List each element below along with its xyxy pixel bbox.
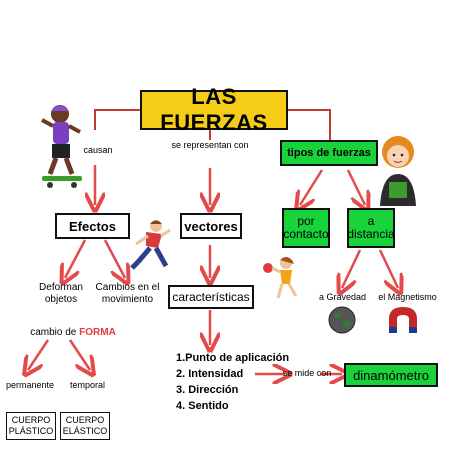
list-item: 4. Sentido [176, 400, 229, 412]
causan-label: causan [83, 145, 113, 155]
efectos-box: Efectos [55, 213, 130, 239]
list-item: 1.Punto de aplicación [176, 352, 290, 364]
running-boy-icon [130, 220, 171, 270]
cambios-movimiento-label: Cambios en el movimiento [95, 282, 160, 305]
list-item: 3. Dirección [176, 384, 239, 396]
forma-text: FORMA [79, 327, 116, 338]
magnetismo-label: el Magnetismo [378, 292, 437, 302]
permanente-label: permanente [5, 380, 55, 390]
se-mide-con-label: se mide con [282, 368, 332, 378]
cambio-de-text: cambio de [30, 327, 77, 338]
cambio-forma-label: cambio de FORMA [28, 327, 118, 338]
skateboarder-icon [41, 105, 82, 188]
se-representan-label: se representan con [171, 140, 249, 150]
tipos-fuerzas-box: tipos de fuerzas [280, 140, 378, 166]
caracteristicas-box: características [168, 285, 254, 309]
cuerpo-elastico-box: CUERPO ELÁSTICO [60, 412, 110, 440]
ball-girl-icon [263, 257, 298, 299]
cuerpo-plastico-box: CUERPO PLÁSTICO [6, 412, 56, 440]
temporal-label: temporal [69, 380, 105, 390]
list-item: 2. Intensidad [176, 368, 244, 380]
vectores-box: vectores [180, 213, 242, 239]
deforman-objetos-label: Deforman objetos [39, 282, 83, 305]
gravedad-label: a Gravedad [318, 292, 367, 302]
caracteristicas-list: 1.Punto de aplicación 2. Intensidad 3. D… [176, 350, 289, 414]
magnet-icon [389, 307, 417, 333]
a-distancia-box: a distancia [347, 208, 395, 248]
dinamometro-box: dinamómetro [344, 363, 438, 387]
por-contacto-box: por contacto [282, 208, 330, 248]
earth-icon [328, 306, 356, 334]
teacher-icon [380, 136, 416, 206]
title-box: LAS FUERZAS [140, 84, 288, 135]
